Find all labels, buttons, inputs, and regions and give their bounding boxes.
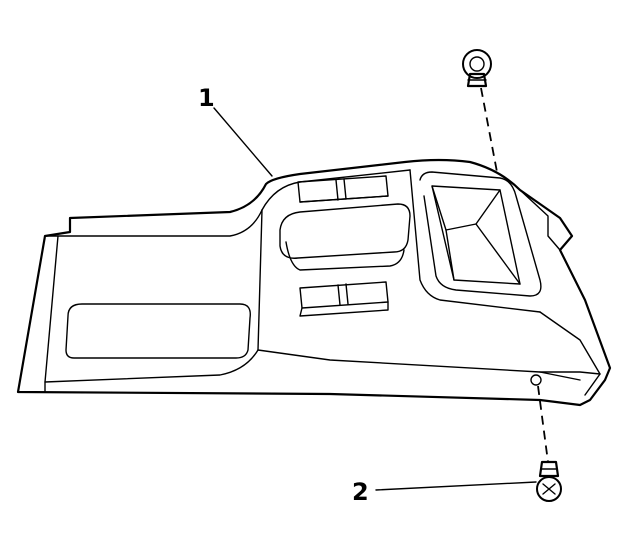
lower-fastener-guide-line [537,385,549,463]
callout-2-leader [375,481,537,491]
callout-1-label: 1 [198,84,215,112]
lower-fastener [536,460,562,502]
callout-2-label: 2 [352,478,369,506]
callout-1-leader [213,107,273,177]
upper-fastener [462,49,492,88]
upper-fastener-guide-line [480,87,498,173]
console-trim-panel [16,158,612,407]
